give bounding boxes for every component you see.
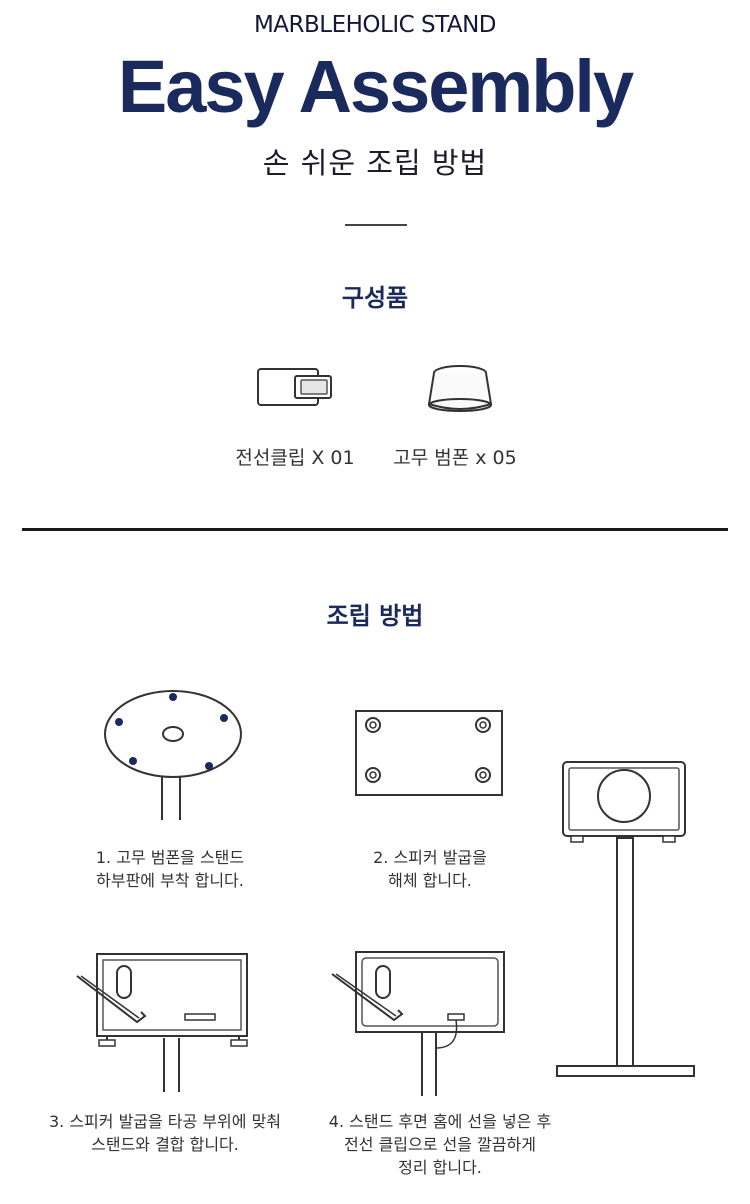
rubber-bumper-icon: [427, 365, 493, 412]
cable-clip-icon: [257, 368, 332, 406]
section-divider: [22, 528, 728, 531]
part-label-rubber-bumper: 고무 범폰 x 05: [393, 447, 517, 469]
speaker-attach-illustration: [76, 953, 248, 1092]
step-2-text: 2. 스피커 발굽을 해체 합니다.: [373, 848, 487, 890]
brand-name: MARBLEHOLIC STAND: [253, 12, 497, 38]
speaker-on-stand-illustration: [556, 761, 695, 1077]
part-label-cable-clip: 전선클립 X 01: [235, 447, 355, 469]
step-4-text: 4. 스탠드 후면 홈에 선을 넣은 후 전선 클립으로 선을 깔끔하게 정리 …: [328, 1112, 552, 1177]
divider-short: [345, 224, 407, 226]
step-3-text: 3. 스피커 발굽을 타공 부위에 맞춰 스탠드와 결합 합니다.: [48, 1112, 282, 1154]
components-heading: 구성품: [341, 284, 409, 312]
stand-base-illustration: [104, 690, 242, 820]
cable-routing-illustration: [331, 951, 505, 1096]
speaker-bottom-illustration: [355, 710, 503, 796]
assembly-heading: 조립 방법: [326, 602, 424, 630]
step-1-text: 1. 고무 범폰을 스탠드 하부판에 부착 합니다.: [95, 848, 245, 890]
page-subtitle: 손 쉬운 조립 방법: [262, 146, 488, 180]
page-title: Easy Assembly: [117, 45, 634, 128]
